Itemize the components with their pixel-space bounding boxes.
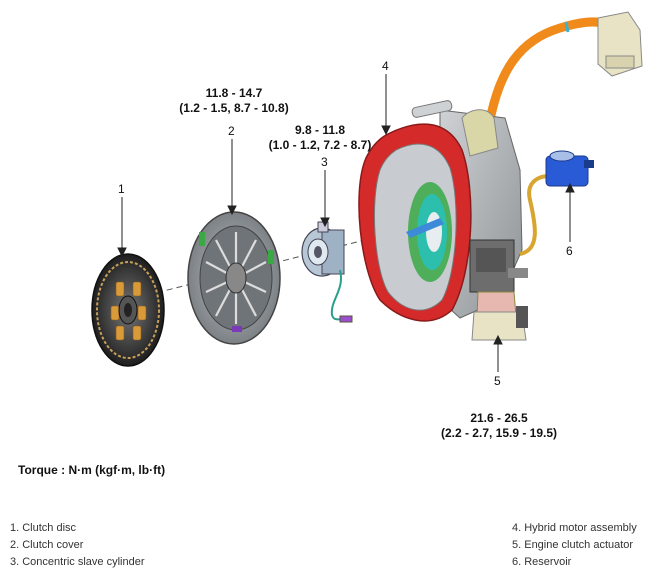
legend-left: 1. Clutch disc 2. Clutch cover 3. Concen…: [10, 520, 145, 571]
legend-item-clutch-disc: 1. Clutch disc: [10, 522, 77, 534]
torque-clutch-cover-nm: 11.8 - 14.7: [205, 86, 263, 100]
concentric-slave-cylinder: [301, 221, 353, 323]
leader-lines: [117, 74, 575, 372]
callout-2: 2: [228, 124, 235, 138]
callout-6: 6: [566, 244, 573, 258]
clutch-cover: [187, 211, 281, 345]
clutch-disc: [91, 253, 165, 367]
torque-clutch-cover-alt: (1.2 - 1.5, 8.7 - 10.8): [179, 101, 289, 115]
torque-actuator: 21.6 - 26.5 (2.2 - 2.7, 15.9 - 19.5): [428, 411, 570, 441]
torque-slave-cylinder-alt: (1.0 - 1.2, 7.2 - 8.7): [268, 138, 372, 152]
legend-item-clutch-actuator: 5. Engine clutch actuator: [512, 539, 634, 551]
torque-actuator-alt: (2.2 - 2.7, 15.9 - 19.5): [440, 426, 558, 440]
torque-slave-cylinder-nm: 9.8 - 11.8: [294, 123, 346, 137]
hv-connector: [597, 11, 643, 77]
callout-3: 3: [321, 155, 328, 169]
callout-4: 4: [382, 59, 389, 73]
legend-item-clutch-cover: 2. Clutch cover: [10, 539, 84, 551]
torque-slave-cylinder: 9.8 - 11.8 (1.0 - 1.2, 7.2 - 8.7): [250, 123, 390, 153]
exploded-view-diagram: [91, 11, 643, 372]
legend-right: 4. Hybrid motor assembly 5. Engine clutc…: [512, 520, 637, 571]
engine-clutch-actuator: [469, 239, 528, 341]
torque-actuator-nm: 21.6 - 26.5: [470, 411, 528, 425]
callout-5: 5: [494, 374, 501, 388]
torque-clutch-cover: 11.8 - 14.7 (1.2 - 1.5, 8.7 - 10.8): [160, 86, 308, 116]
legend-item-hybrid-motor: 4. Hybrid motor assembly: [512, 522, 637, 534]
callout-1: 1: [118, 182, 125, 196]
hv-cable: [485, 17, 610, 125]
reservoir-assembly: [519, 150, 594, 256]
legend-item-reservoir: 6. Reservoir: [512, 556, 572, 568]
torque-unit-note: Torque : N·m (kgf·m, lb·ft): [18, 463, 166, 477]
legend-item-slave-cylinder: 3. Concentric slave cylinder: [10, 556, 145, 568]
